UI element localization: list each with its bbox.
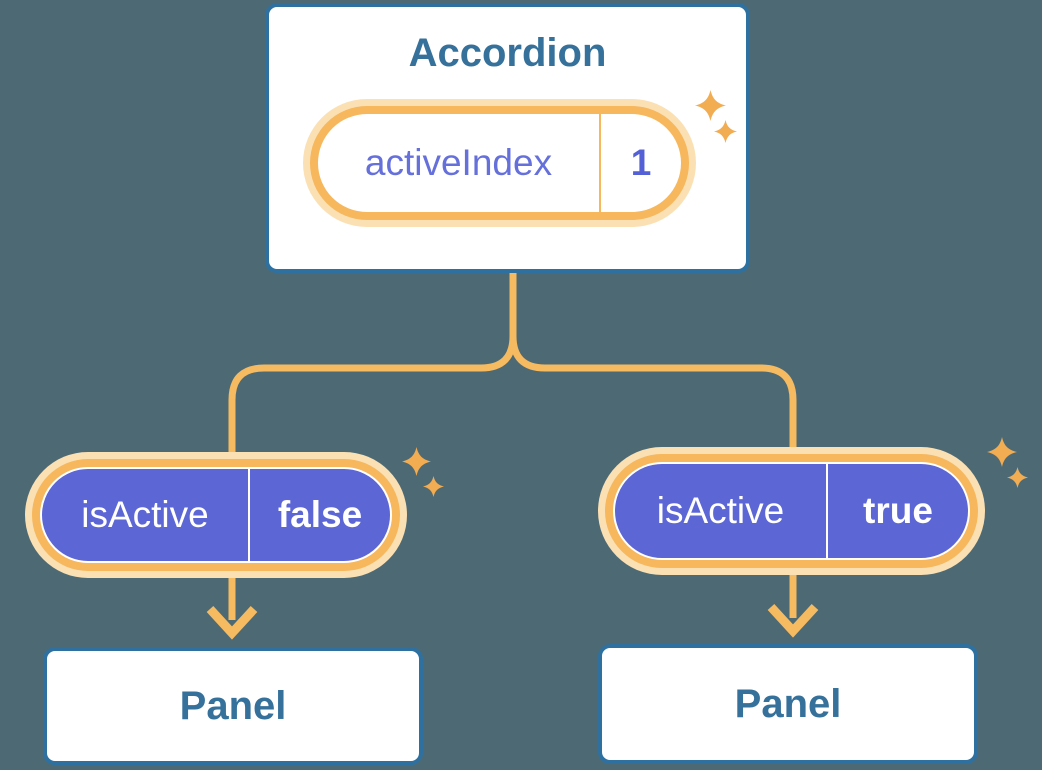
prop-pill-left-value: false xyxy=(277,494,363,535)
prop-pill-left: isActive false xyxy=(25,452,407,578)
pill-divider xyxy=(826,464,828,558)
state-pill: activeIndex 1 xyxy=(303,99,696,227)
sparkle-icon xyxy=(714,120,737,143)
arrow-down-icon xyxy=(206,605,258,640)
sparkle-icon xyxy=(695,90,726,121)
pill-divider xyxy=(599,114,601,212)
prop-pill-right-label: isActive xyxy=(656,490,785,531)
arrow-down-icon xyxy=(767,603,819,638)
sparkle-icon xyxy=(423,476,444,497)
state-pill-value: 1 xyxy=(630,142,652,183)
panel-right-title: Panel xyxy=(734,681,842,726)
panel-left-title: Panel xyxy=(179,683,287,728)
prop-pill-ring: isActive false xyxy=(32,459,400,571)
sparkle-icon xyxy=(987,437,1017,467)
prop-pill-ring: isActive true xyxy=(605,454,978,568)
prop-pill-right-value: true xyxy=(863,490,933,531)
accordion-title: Accordion xyxy=(408,31,607,75)
panel-box-left: Panel xyxy=(43,647,423,765)
pill-divider xyxy=(248,469,250,561)
prop-pill-right: isActive true xyxy=(598,447,985,575)
sparkle-icon xyxy=(402,447,431,476)
sparkle-icon xyxy=(1007,467,1028,488)
connector-branch-right xyxy=(509,273,797,618)
panel-box-right: Panel xyxy=(598,644,978,764)
prop-pill-left-label: isActive xyxy=(81,494,209,535)
state-pill-ring: activeIndex 1 xyxy=(310,106,689,220)
state-pill-label: activeIndex xyxy=(364,142,553,183)
